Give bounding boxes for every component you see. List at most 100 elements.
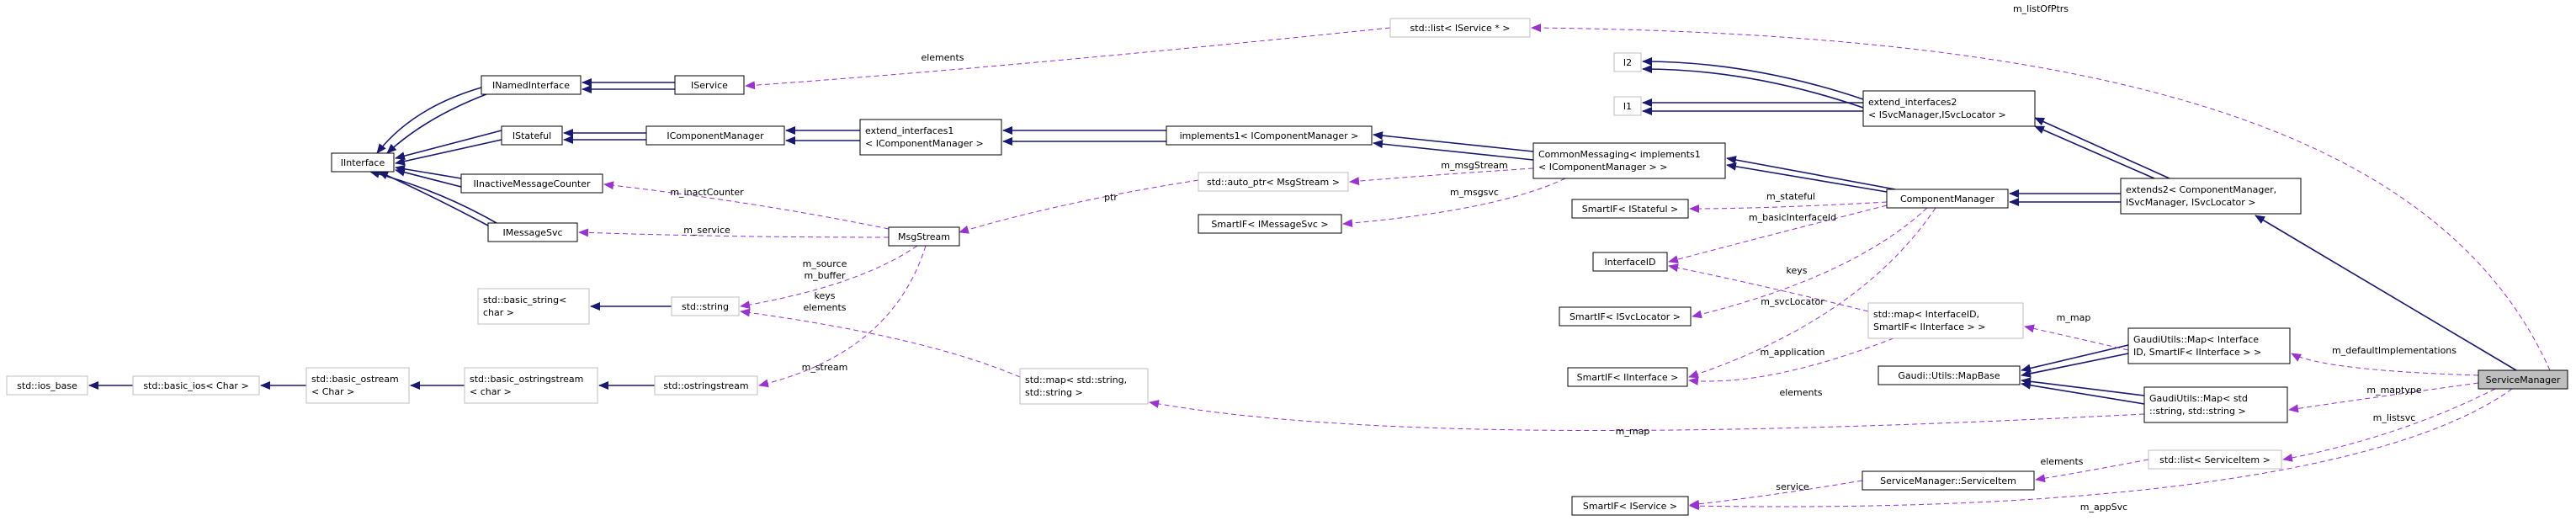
inheritance-edge-MapBase-GaudiMap_std [2021,377,2145,396]
inheritance-edge-extend_interfaces2-extends2 [2034,125,2155,179]
class-node-box [1878,365,2021,385]
class-node-label: ISvcManager, ISvcLocator > [2126,197,2256,208]
class-node-string[interactable]: std::string [671,296,740,316]
class-node-label: std::list< IService * > [1410,23,1511,34]
class-node-GaudiMap_std[interactable]: GaudiUtils::Map< std::string, std::strin… [2143,386,2288,423]
class-node-ServiceManager[interactable]: ServiceManager [2478,369,2568,390]
class-node-box [1886,189,2009,209]
class-node-box [1867,302,2024,339]
class-node-label: IService [691,80,728,91]
class-node-label: SmartIF< IService > [1583,501,1677,512]
inheritance-edge-IInterface-IStateful [395,139,502,166]
class-node-box [1862,90,2036,127]
class-node-I1[interactable]: I1 [1613,96,1642,116]
class-node-basic_ostream[interactable]: std::basic_ostream< Char > [305,367,410,404]
inheritance-edge-extend_interfaces2-extends2 [2034,117,2170,179]
class-node-label: std::list< ServiceItem > [2159,454,2271,465]
class-node-IInactiveMessageCounter[interactable]: IInactiveMessageCounter [460,173,603,194]
class-node-auto_ptr[interactable]: std::auto_ptr< MsgStream > [1198,172,1349,192]
class-node-list_ServiceItem[interactable]: std::list< ServiceItem > [2148,449,2282,470]
class-node-label: < Char > [311,386,354,397]
class-node-label: I1 [1623,101,1632,112]
edge-label-m_application: m_application [1761,347,1825,358]
class-node-extend_interfaces1[interactable]: extend_interfaces1< IComponentManager > [859,119,1002,156]
class-node-box [1198,214,1342,234]
class-node-label: < IComponentManager > [865,138,984,149]
class-node-box [1613,96,1642,116]
class-node-box [1571,496,1689,516]
class-node-basic_ostringstream[interactable]: std::basic_ostringstream< char > [464,367,598,404]
class-node-label: SmartIF< IInterface > [1577,372,1679,383]
class-node-box [671,296,740,316]
edge-label-m_service: m_service [683,225,730,236]
class-node-box [859,119,1002,156]
class-node-CommonMessaging[interactable]: CommonMessaging< implements1< IComponent… [1532,142,1726,179]
class-node-InterfaceID[interactable]: InterfaceID [1592,252,1668,272]
edge-label-m_listOfPtrs: m_listOfPtrs [2013,3,2069,14]
class-node-label: < IComponentManager > > [1538,162,1667,173]
class-node-SmartIF_IService[interactable]: SmartIF< IService > [1571,496,1689,516]
class-node-IInterface[interactable]: IInterface [331,152,395,173]
class-node-basic_ios[interactable]: std::basic_ios< Char > [132,375,260,396]
inheritance-edge-IInterface-IInactiveMessageCounter [395,167,462,188]
class-node-label: SmartIF< ISvcLocator > [1570,311,1681,322]
edge-label-m_svcLocator: m_svcLocator [1761,296,1824,307]
class-node-box [1389,18,1531,38]
class-node-MsgStream[interactable]: MsgStream [888,226,960,247]
class-node-box [2143,386,2288,423]
class-node-box [1019,368,1149,405]
class-node-label: IComponentManager [667,130,764,141]
edge-label-m_msgStream: m_msgStream [1441,160,1507,171]
usage-edge-string-MsgStream [740,245,918,310]
class-node-extend_interfaces2[interactable]: extend_interfaces2< ISvcManager,ISvcLoca… [1862,90,2036,127]
class-node-box [132,375,260,396]
usage-edge-map_InterfaceID-GaudiMap_Interface [2024,324,2129,351]
class-node-label: < char > [470,386,512,397]
edge-label-m_listsvc: m_listsvc [2373,412,2416,423]
class-node-ostringstream[interactable]: std::ostringstream [654,375,758,396]
edge-layer [88,24,2551,511]
class-node-ComponentManager[interactable]: ComponentManager [1886,189,2009,209]
class-node-MapBase[interactable]: Gaudi::Utils::MapBase [1878,365,2021,385]
class-node-box [464,367,598,404]
usage-edge-InterfaceID-ComponentManager [1668,205,1888,264]
usage-edge-IInactiveMessageCounter-MsgStream [603,181,890,230]
class-node-ServiceItem[interactable]: ServiceManager::ServiceItem [1862,470,2035,491]
class-node-box [1166,125,1373,146]
class-node-IService[interactable]: IService [674,75,745,95]
class-node-SmartIF_IMessageSvc[interactable]: SmartIF< IMessageSvc > [1198,214,1342,234]
inheritance-edge-CommonMessaging-ComponentManager [1726,162,1888,193]
class-node-IMessageSvc[interactable]: IMessageSvc [487,222,578,242]
class-node-box [1592,252,1668,272]
class-node-list_IService[interactable]: std::list< IService * > [1389,18,1531,38]
class-node-IStateful[interactable]: IStateful [501,125,563,146]
edge-label-m_buffer: m_buffer [804,270,846,281]
usage-edge-GaudiMap_std-ServiceManager [2288,382,2479,413]
class-node-SmartIF_IStateful[interactable]: SmartIF< IStateful > [1571,199,1689,219]
class-node-box [477,288,590,325]
usage-edge-InterfaceID-map_InterfaceID [1668,263,1869,312]
class-node-SmartIF_ISvcLocator[interactable]: SmartIF< ISvcLocator > [1559,306,1692,327]
class-node-basic_string[interactable]: std::basic_string<char > [477,288,590,325]
class-node-map_string[interactable]: std::map< std::string,std::string > [1019,368,1149,405]
inheritance-edge-MapBase-GaudiMap_Interface [2021,353,2129,378]
inheritance-edge-implements1-CommonMessaging [1373,140,1534,161]
class-node-map_InterfaceID[interactable]: std::map< InterfaceID,SmartIF< IInterfac… [1867,302,2024,339]
edge-label-m_appSvc: m_appSvc [2080,502,2127,513]
edge-label-m_maptype: m_maptype [2366,385,2421,396]
class-node-extends2[interactable]: extends2< ComponentManager,ISvcManager, … [2120,178,2302,215]
edge-label-m_msgsvc: m_msgsvc [1450,187,1499,198]
class-node-label: GaudiUtils::Map< Interface [2133,334,2259,345]
class-node-IComponentManager[interactable]: IComponentManager [645,125,785,146]
class-node-box [6,375,88,396]
class-node-INamedInterface[interactable]: INamedInterface [481,75,582,95]
class-node-ios_base[interactable]: std::ios_base [6,375,88,396]
edge-label-elements_list_serviceitem: elements [2040,456,2083,467]
class-node-GaudiMap_Interface[interactable]: GaudiUtils::Map< InterfaceID, SmartIF< I… [2127,327,2291,364]
class-node-implements1[interactable]: implements1< IComponentManager > [1166,125,1373,146]
class-node-box [2478,369,2568,390]
class-node-SmartIF_IInterface[interactable]: SmartIF< IInterface > [1567,367,1688,387]
class-node-I2[interactable]: I2 [1613,52,1642,72]
usage-edge-string-map_string [740,308,1021,378]
